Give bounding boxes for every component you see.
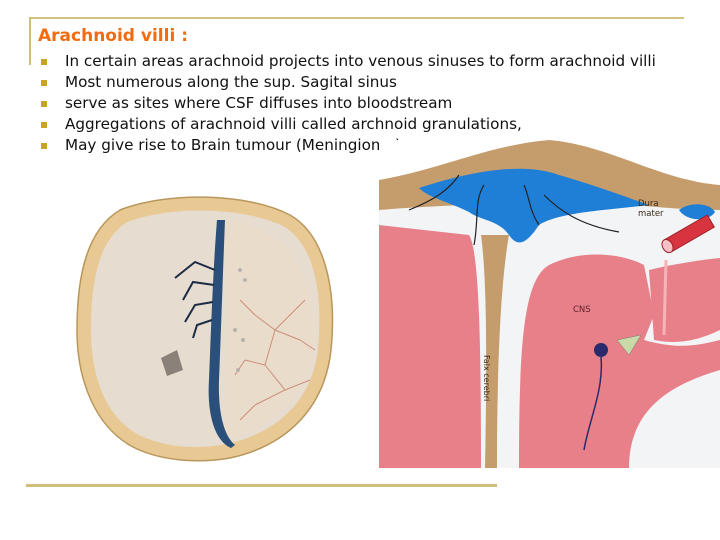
skull-illustration bbox=[76, 196, 334, 462]
square-bullet-icon bbox=[41, 122, 47, 128]
dura-label: Dura bbox=[638, 199, 659, 209]
slide-title: Arachnoid villi : bbox=[38, 26, 188, 46]
meninges-diagram: Dura mater CNS Falx cerebri bbox=[379, 140, 720, 468]
bullet-list: In certain areas arachnoid projects into… bbox=[38, 51, 656, 156]
square-bullet-icon bbox=[41, 143, 47, 149]
bullet-item: serve as sites where CSF diffuses into b… bbox=[38, 93, 656, 114]
cns-label: CNS bbox=[573, 305, 591, 315]
bottom-rule bbox=[26, 484, 497, 487]
bullet-item: Most numerous along the sup. Sagital sin… bbox=[38, 72, 656, 93]
bullet-item: May give rise to Brain tumour (Meningiom… bbox=[38, 135, 656, 156]
square-bullet-icon bbox=[41, 59, 47, 65]
title-frame-left-rule bbox=[29, 17, 31, 65]
square-bullet-icon bbox=[41, 80, 47, 86]
bullet-item: In certain areas arachnoid projects into… bbox=[38, 51, 656, 72]
bullet-item: Aggregations of arachnoid villi called a… bbox=[38, 114, 656, 135]
mater-label: mater bbox=[638, 209, 664, 219]
falx-cerebri-label: Falx cerebri bbox=[482, 355, 491, 401]
title-frame-top-rule bbox=[29, 17, 684, 19]
square-bullet-icon bbox=[41, 101, 47, 107]
